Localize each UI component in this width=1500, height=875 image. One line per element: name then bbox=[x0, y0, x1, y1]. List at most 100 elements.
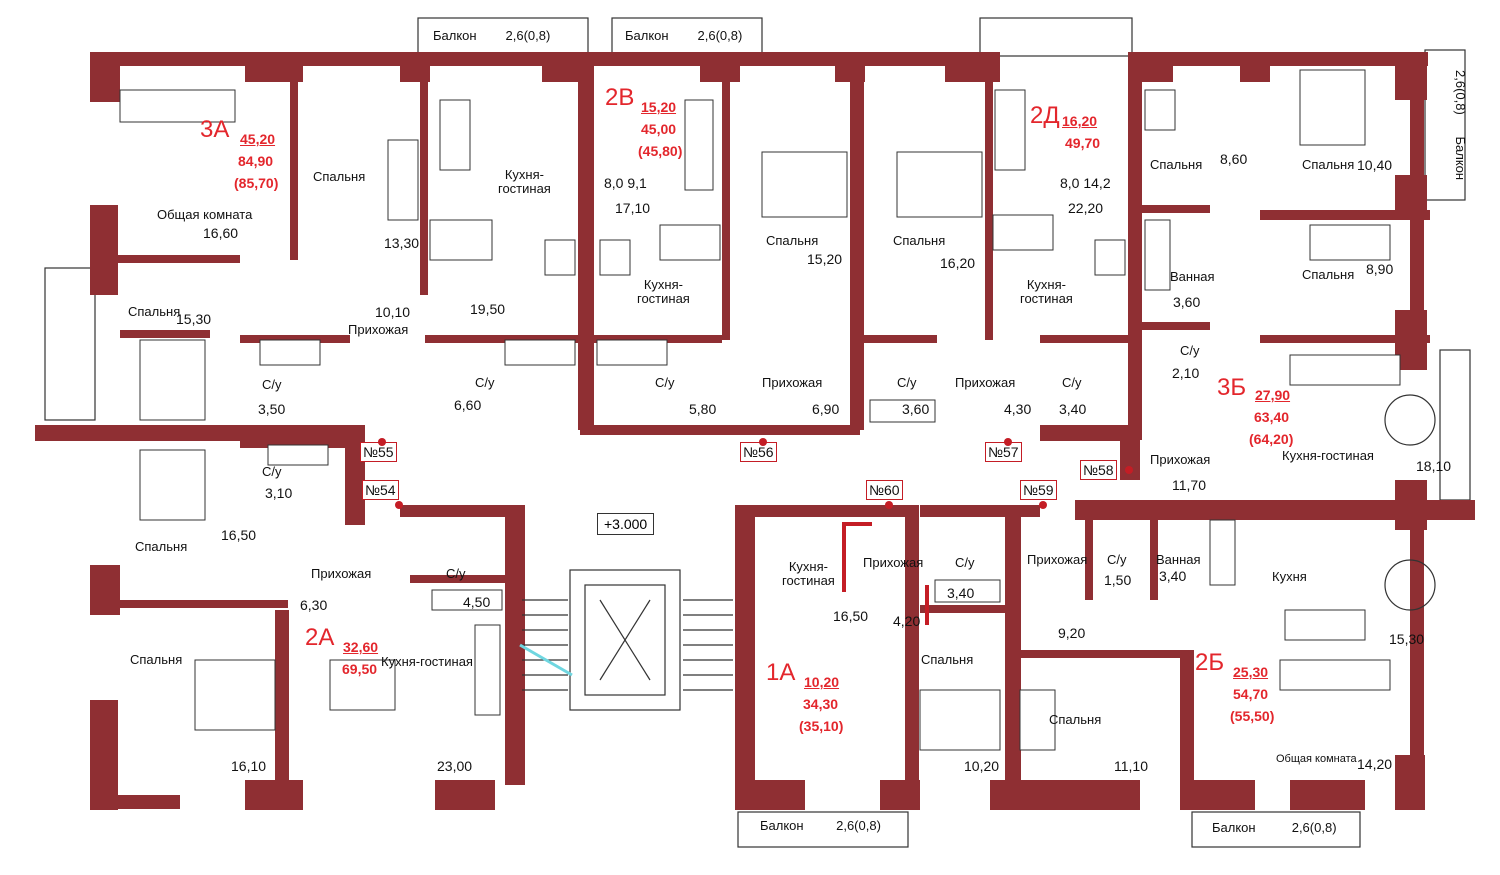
room-area: 3,60 bbox=[902, 401, 930, 417]
apartment-total-area-balcony: (85,70) bbox=[234, 175, 279, 191]
staircase bbox=[519, 569, 733, 711]
door-number: №54 bbox=[365, 482, 396, 498]
room-name: Спальня bbox=[921, 652, 974, 667]
room-area: 3,40 bbox=[1159, 568, 1187, 584]
balcony-5: Балкон 2,6(0,8) bbox=[1212, 820, 1337, 835]
room-name: Прихожая bbox=[348, 322, 409, 337]
room-area: 3,60 bbox=[1173, 294, 1201, 310]
kitchen-2v-dims: 8,0 9,1 bbox=[604, 175, 647, 191]
furniture bbox=[119, 69, 1436, 751]
dim-a: 8,0 bbox=[1060, 175, 1080, 191]
room-name: С/у bbox=[262, 464, 282, 479]
apartment-total-area: 45,00 bbox=[641, 121, 677, 137]
balcony-label: Балкон bbox=[625, 28, 669, 43]
room-area: 18,10 bbox=[1416, 458, 1452, 474]
apartment-code: 2Б bbox=[1195, 649, 1225, 676]
room-area: 5,80 bbox=[689, 401, 717, 417]
balcony-size: 2,6(0,8) bbox=[1453, 70, 1468, 115]
room-area: 16,20 bbox=[940, 255, 976, 271]
room-area: 16,60 bbox=[203, 225, 239, 241]
room-area: 6,60 bbox=[454, 397, 482, 413]
door-marker-icon bbox=[1125, 466, 1133, 474]
room-area: 15,30 bbox=[176, 311, 212, 327]
room-area: 10,20 bbox=[964, 758, 1000, 774]
door-marker-icon bbox=[378, 438, 386, 446]
balcony-size: 2,6(0,8) bbox=[697, 28, 743, 43]
door-marker-icon bbox=[395, 501, 403, 509]
apartment-code: 2Д bbox=[1030, 102, 1060, 129]
room-name: Спальня bbox=[1302, 267, 1355, 282]
room-name: Общая комната bbox=[1276, 753, 1357, 765]
room-name: Спальня bbox=[1150, 157, 1203, 172]
balcony-label: Балкон bbox=[1212, 820, 1256, 835]
apartment-total-area: 69,50 bbox=[342, 661, 378, 677]
room-area: 16,50 bbox=[833, 608, 869, 624]
room-name: С/у bbox=[1107, 552, 1127, 567]
room-area: 3,40 bbox=[947, 585, 975, 601]
room-area: 6,90 bbox=[812, 401, 840, 417]
apartment-code: 2В bbox=[605, 84, 635, 111]
apartment-living-area: 32,60 bbox=[343, 639, 379, 655]
room-name: Прихожая bbox=[311, 566, 372, 581]
apartment-total-area-balcony: (35,10) bbox=[799, 718, 844, 734]
apartment-total-area-balcony: (45,80) bbox=[638, 143, 683, 159]
apartment-total-area-balcony: (64,20) bbox=[1249, 431, 1294, 447]
apartment-2v: 2В 15,20 45,00 (45,80) bbox=[605, 86, 682, 159]
apartment-2a: 2А 32,60 69,50 bbox=[305, 626, 378, 677]
room-name: Спальня bbox=[135, 539, 188, 554]
room-name: Спальня bbox=[893, 233, 946, 248]
door-number: №58 bbox=[1083, 462, 1114, 478]
apartment-1a: 1А 10,20 34,30 (35,10) bbox=[766, 661, 843, 734]
room-name: С/у bbox=[1062, 375, 1082, 390]
dim-b: 9,1 bbox=[627, 175, 647, 191]
door-tag-58: №58 bbox=[1080, 460, 1133, 480]
room-name: Кухня- гостиная bbox=[782, 559, 835, 588]
room-name: Кухня- гостиная bbox=[498, 167, 551, 196]
door-number: №57 bbox=[988, 444, 1019, 460]
room-area: 1,50 bbox=[1104, 572, 1132, 588]
balcony-size: 2,6(0,8) bbox=[836, 818, 881, 833]
apartment-living-area: 16,20 bbox=[1062, 113, 1098, 129]
room-area: 3,50 bbox=[258, 401, 286, 417]
apartment-2d: 2Д 16,20 49,70 bbox=[1030, 104, 1100, 151]
apartment-2b: 2Б 25,30 54,70 (55,50) bbox=[1195, 651, 1274, 724]
room-name: С/у bbox=[897, 375, 917, 390]
room-area: 15,20 bbox=[807, 251, 843, 267]
room-area: 19,50 bbox=[470, 301, 506, 317]
walls bbox=[35, 52, 1475, 810]
balcony-label: Балкон bbox=[760, 818, 804, 833]
room-area: 23,00 bbox=[437, 758, 473, 774]
room-area: 16,50 bbox=[221, 527, 257, 543]
room-name: Кухня bbox=[1272, 569, 1307, 584]
room-area: 13,30 bbox=[384, 235, 420, 251]
kitchen-2v-total: 17,10 bbox=[615, 200, 651, 216]
room-name: Кухня- гостиная bbox=[1020, 277, 1073, 306]
kitchen-2d-dims: 8,0 14,2 bbox=[1060, 175, 1111, 191]
door-tag-54: №54 bbox=[362, 480, 403, 509]
room-area: 16,10 bbox=[231, 758, 267, 774]
room-area: 4,30 bbox=[1004, 401, 1032, 417]
level-mark: +3.000 bbox=[597, 513, 655, 535]
room-name: Прихожая bbox=[1150, 452, 1211, 467]
room-name: С/у bbox=[955, 555, 975, 570]
balcony-label: Балкон bbox=[433, 28, 477, 43]
door-number: №60 bbox=[869, 482, 900, 498]
apartment-total-area: 63,40 bbox=[1254, 409, 1290, 425]
room-name: С/у bbox=[655, 375, 675, 390]
apartment-living-area: 25,30 bbox=[1233, 664, 1269, 680]
balcony-2: Балкон 2,6(0,8) bbox=[625, 28, 742, 43]
apartment-3a: 3А 45,20 84,90 (85,70) bbox=[200, 118, 278, 191]
room-area: 8,90 bbox=[1366, 261, 1394, 277]
room-name: Кухня- гостиная bbox=[637, 277, 690, 306]
apartment-code: 3А bbox=[200, 116, 230, 143]
door-tag-59: №59 bbox=[1020, 480, 1057, 509]
apartment-living-area: 15,20 bbox=[641, 99, 677, 115]
room-area: 10,10 bbox=[375, 304, 411, 320]
door-tag-60: №60 bbox=[866, 480, 903, 509]
room-name: Прихожая bbox=[863, 555, 924, 570]
room-area: 9,20 bbox=[1058, 625, 1086, 641]
apartment-total-area: 49,70 bbox=[1065, 135, 1101, 151]
kitchen-2d-total: 22,20 bbox=[1068, 200, 1104, 216]
apartment-living-area: 27,90 bbox=[1255, 387, 1291, 403]
